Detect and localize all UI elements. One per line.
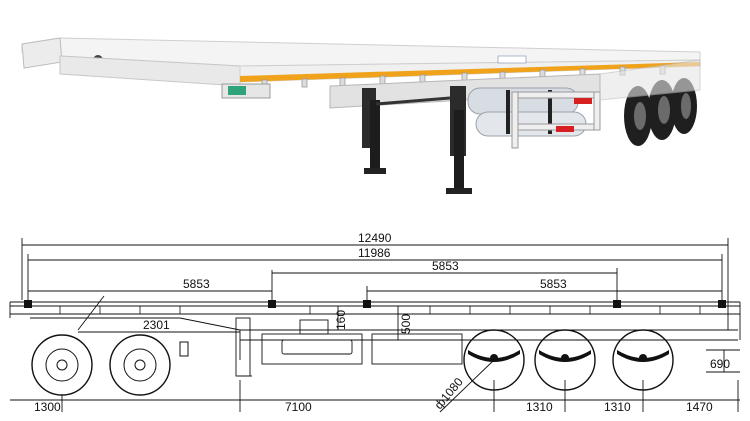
dim-twistlock-right: 5853 <box>540 277 567 291</box>
landing-gear <box>362 86 472 194</box>
dim-side-height: 500 <box>399 314 413 334</box>
dim-deck-length: 11986 <box>358 246 391 260</box>
dim-rear-overhang: 1470 <box>686 400 713 414</box>
front-end-plate <box>21 37 63 69</box>
dim-kingpin-first-axle: 7100 <box>285 400 312 414</box>
dim-tyre-diameter: ф1080 <box>432 375 466 412</box>
dim-twistlock-left: 5853 <box>183 277 210 291</box>
deck-posts <box>24 300 726 308</box>
leaf-springs <box>468 350 669 362</box>
dim-twistlock-mid: 5853 <box>432 259 459 273</box>
side-guard <box>511 91 601 149</box>
dim-beam-height: 160 <box>334 310 348 330</box>
trailer-photo <box>21 37 701 194</box>
dim-front-overhang: 1300 <box>34 400 61 414</box>
dim-deck-height-rear: 690 <box>710 357 730 371</box>
trailer-wheels <box>463 329 674 391</box>
front-wheels <box>31 334 189 396</box>
dim-axle-spacing-1: 1310 <box>526 400 553 414</box>
orange-stripe <box>240 62 700 82</box>
dim-kingpin-landing-gear: 2301 <box>143 318 170 332</box>
brand-plate <box>497 55 527 64</box>
dim-axle-spacing-2: 1310 <box>604 400 631 414</box>
technical-drawing: 12490 11986 5853 5853 5853 2301 1300 710… <box>9 231 741 414</box>
dim-overall-length: 12490 <box>358 231 392 245</box>
